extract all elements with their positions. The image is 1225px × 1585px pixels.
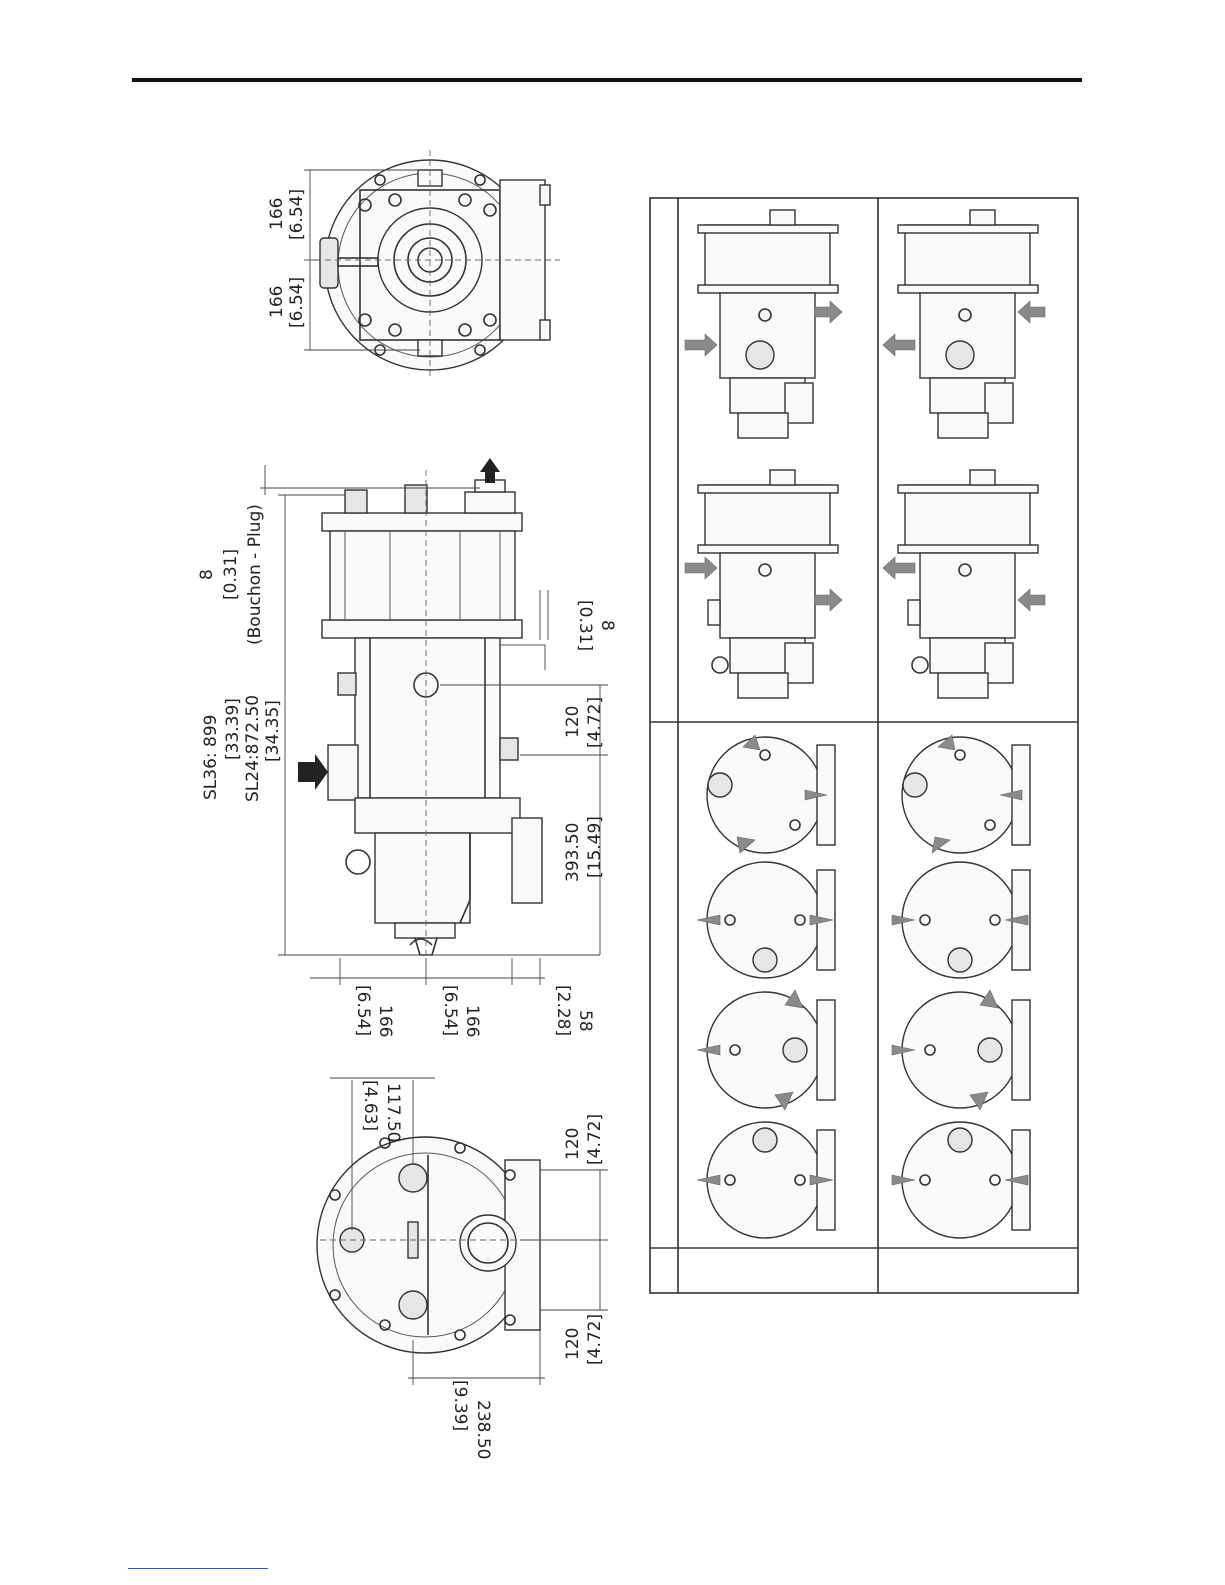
config-end-2c — [892, 990, 1030, 1110]
dim-side-8-inch: [0.31] — [575, 600, 595, 651]
dim-e120b: 120 — [563, 1328, 583, 1360]
dim-top-b-inch: [6.54] — [287, 277, 307, 328]
dim-393: 393.50 — [563, 823, 583, 882]
config-side-views — [685, 210, 1045, 698]
dim-sl36: SL36: 899 — [201, 715, 221, 800]
dim-e238: 238.50 — [473, 1400, 493, 1459]
dim-120-inch: [4.72] — [585, 697, 605, 748]
dim-sl24-inch: [34.35] — [263, 700, 283, 762]
dim-e120a-inch: [4.72] — [585, 1114, 605, 1165]
config-end-1a — [707, 735, 835, 853]
dim-b166a: 166 — [375, 1005, 395, 1037]
dim-e238-inch: [9.39] — [450, 1380, 470, 1431]
dim-plug-label: (Bouchon - Plug) — [245, 504, 265, 645]
dim-e120a: 120 — [563, 1128, 583, 1160]
dim-b166b-inch: [6.54] — [440, 985, 460, 1036]
config-end-2a — [902, 735, 1030, 853]
dim-e120b-inch: [4.72] — [585, 1314, 605, 1365]
dim-plug-inch: [0.31] — [221, 549, 241, 600]
dim-sl36-inch: [33.39] — [223, 698, 243, 760]
footer-link-rule — [128, 1568, 268, 1569]
config-end-1d — [697, 1122, 835, 1238]
config-end-views — [697, 735, 1030, 1238]
config-side-1a — [685, 210, 842, 438]
config-side-2a — [883, 210, 1045, 438]
dim-b58: 58 — [575, 1010, 595, 1032]
config-side-2b — [883, 470, 1045, 698]
dim-e117: 117.50 — [383, 1083, 403, 1142]
dim-sl24: SL24:872.50 — [243, 695, 263, 802]
dim-side-8: 8 — [597, 620, 617, 631]
dim-top-a: 166 — [267, 198, 287, 230]
dim-120: 120 — [563, 706, 583, 738]
config-end-2b — [892, 862, 1030, 978]
config-end-2d — [892, 1122, 1030, 1238]
dim-393-inch: [15.49] — [585, 816, 605, 878]
config-side-1b — [685, 470, 842, 698]
dim-b166a-inch: [6.54] — [353, 985, 373, 1036]
top-end-view — [304, 150, 560, 380]
dim-top-b: 166 — [267, 286, 287, 318]
dim-top-a-inch: [6.54] — [287, 189, 307, 240]
dim-e117-inch: [4.63] — [360, 1080, 380, 1131]
config-end-1b — [697, 862, 835, 978]
dim-b58-inch: [2.28] — [553, 985, 573, 1036]
dim-plug-mm: 8 — [197, 569, 217, 580]
config-end-1c — [697, 990, 835, 1110]
dim-b166b: 166 — [462, 1005, 482, 1037]
main-side-view — [260, 458, 608, 985]
